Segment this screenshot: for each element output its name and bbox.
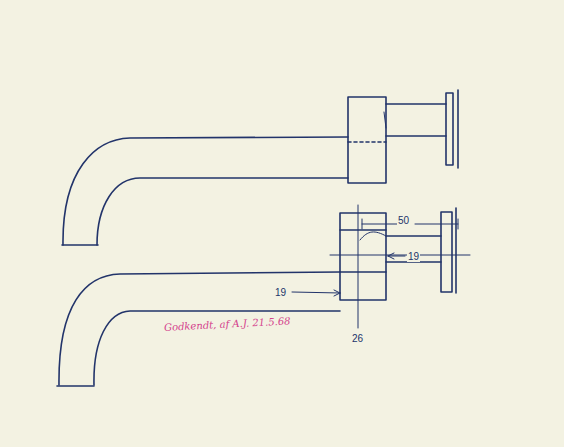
- dimension-value: 19: [407, 251, 420, 262]
- bottom-spout: [57, 205, 470, 386]
- dimension-value: 19: [274, 287, 287, 298]
- top-spout: [62, 90, 458, 245]
- dimension-lines: [292, 219, 458, 296]
- dimension-value: 50: [397, 215, 410, 226]
- dimension-value: 26: [351, 333, 364, 344]
- approval-note: Godkendt, af A.J. 21.5.68: [163, 315, 292, 333]
